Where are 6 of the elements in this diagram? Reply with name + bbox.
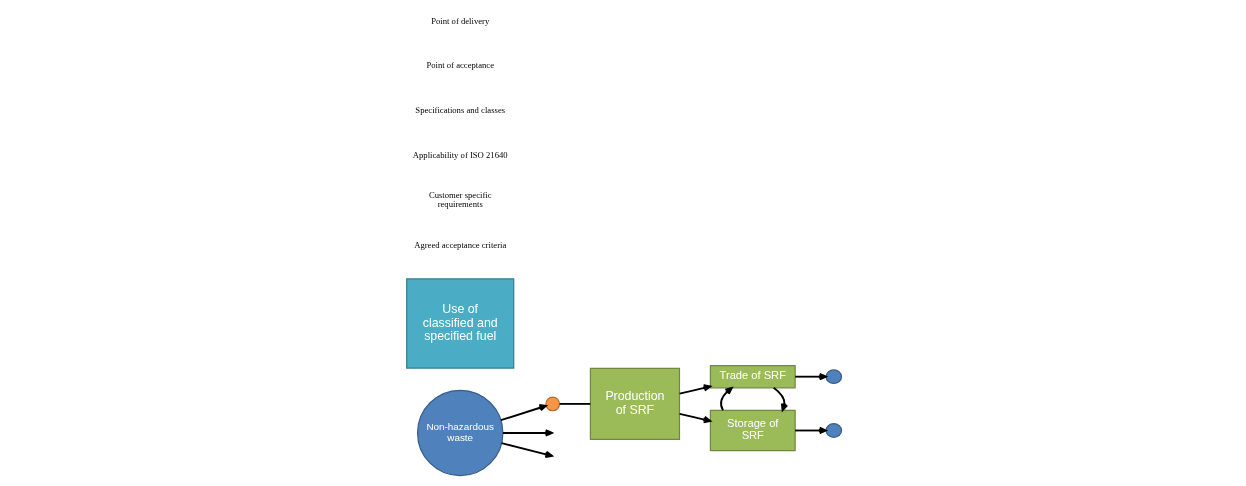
label: Point of acceptance (425, 60, 494, 71)
label: Specifications and classes (414, 105, 505, 116)
label: Point of delivery (430, 15, 489, 26)
label: Agreed acceptance criteria (413, 239, 506, 250)
label: Customer specific requirements (428, 190, 492, 210)
label: Applicability of ISO 21640 (412, 149, 508, 160)
